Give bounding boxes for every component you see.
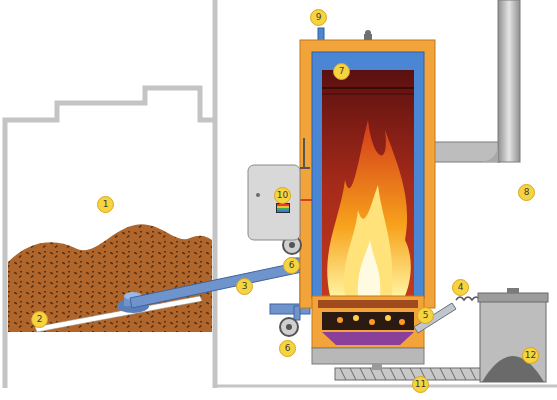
ash-bin [480,300,546,382]
building-wall [215,385,557,388]
boiler-body [300,30,435,308]
igniter [456,297,480,300]
control-unit [277,206,289,208]
flame [327,120,411,296]
control-unit [277,204,289,206]
flame [327,120,411,296]
callout-number: 12 [522,347,539,364]
boiler-body [300,138,310,168]
callout-number: 9 [310,9,327,26]
callout-number: 5 [417,307,434,324]
control-unit [248,165,300,240]
burner-grate [399,319,405,325]
boiler-body [322,70,414,296]
callout-number: 8 [518,184,535,201]
igniter [414,303,456,333]
boiler-body [300,40,435,308]
callout-number: 10 [274,187,291,204]
boiler-body [322,94,414,95]
auger-tube [294,306,300,320]
callout-number: 11 [412,376,429,393]
callout-number: 1 [97,196,114,213]
callout-number: 2 [31,311,48,328]
ash-bin [478,288,548,382]
burner-grate [322,312,414,330]
building-wall [5,0,557,388]
ash-auger [335,368,490,380]
control-unit [276,203,290,213]
control-unit [277,210,289,212]
ash-auger [335,364,490,380]
fan [280,318,298,336]
burner-grate [312,296,424,364]
chimney-pipe [478,142,498,162]
chimney-pipe [430,142,500,162]
chimney-pipe [430,0,520,162]
fan [289,242,295,248]
building-wall [213,0,218,388]
flame [344,185,392,296]
ash-bin [507,288,519,293]
ash-auger [372,364,382,370]
boiler-body [312,52,424,298]
burner-grate [337,317,343,323]
feed-screw [35,296,202,332]
fan [286,324,292,330]
burner-grate [312,348,424,364]
boiler-body [365,30,371,36]
control-unit [277,208,289,210]
control-unit [256,193,260,197]
burner-grate [318,300,418,308]
fan [280,236,301,336]
auger-tube [130,258,310,320]
burner-grate [369,319,375,325]
burner-grate [322,332,414,345]
ash-bin [478,293,548,302]
auger-tube [130,262,302,308]
flame [358,240,381,296]
boiler-body [322,87,414,89]
callout-number: 3 [236,278,253,295]
control-unit [300,199,312,201]
control-unit [248,165,312,240]
burner-grate [385,315,391,321]
callout-number: 4 [452,279,469,296]
igniter [414,297,480,333]
chimney-pipe [498,0,520,162]
burner-grate [312,296,424,348]
callout-number: 6 [279,340,296,357]
pellet-pile [8,224,212,332]
callout-number: 6 [283,257,300,274]
callout-number: 7 [333,63,350,80]
building-wall [5,88,213,388]
burner-grate [353,315,359,321]
